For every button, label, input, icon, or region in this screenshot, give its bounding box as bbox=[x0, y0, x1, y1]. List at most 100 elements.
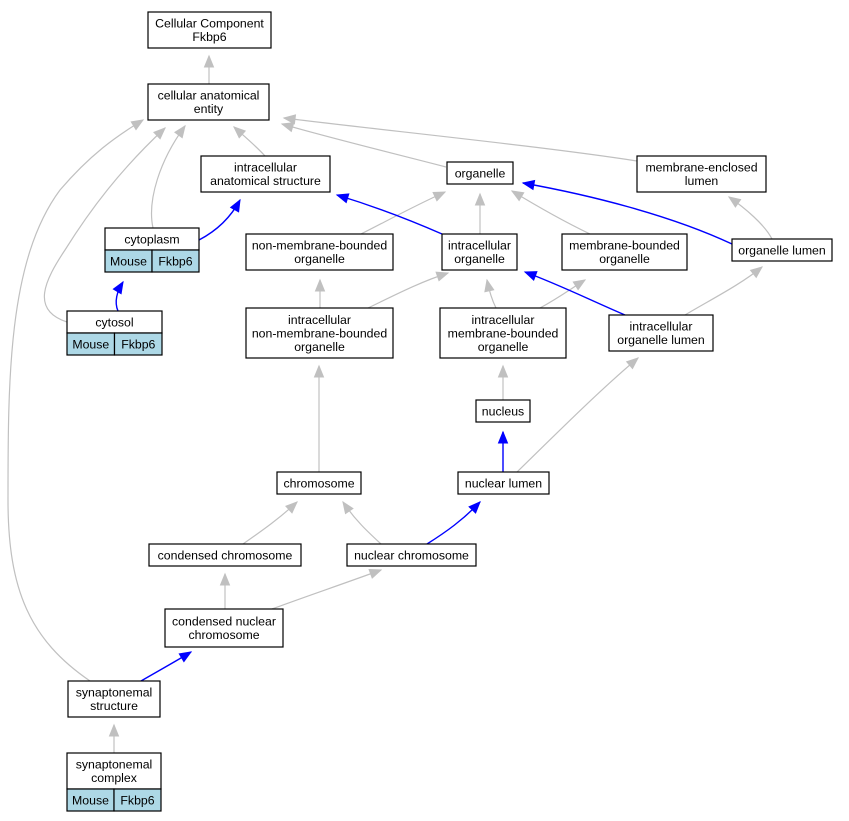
node-label: nuclear chromosome bbox=[354, 548, 469, 562]
node-box bbox=[457, 471, 550, 495]
edge-iol-to-ol bbox=[684, 266, 764, 316]
node-label: nuclear lumen bbox=[465, 476, 542, 490]
node-label: organelle bbox=[478, 340, 529, 354]
node-ol[interactable]: organelle lumen bbox=[731, 238, 833, 262]
node-organelle[interactable]: organelle bbox=[446, 161, 514, 185]
arrow-head-icon bbox=[335, 193, 350, 204]
node-box bbox=[66, 752, 162, 790]
node-box bbox=[276, 471, 362, 495]
edge-line bbox=[7, 119, 144, 682]
edge-line bbox=[271, 569, 382, 610]
edge-synstruct-to-cae bbox=[7, 119, 145, 682]
edge-cytosol-to-cae bbox=[43, 127, 166, 323]
annotation-tag-box bbox=[113, 788, 162, 812]
node-nlumen[interactable]: nuclear lumen bbox=[457, 471, 550, 495]
edge-ol-to-organelle bbox=[521, 179, 733, 245]
organism-tag: Mouse bbox=[72, 793, 109, 807]
arrow-head-icon bbox=[282, 114, 297, 125]
edge-inmbo-to-io bbox=[367, 271, 450, 309]
edge-syncomplex-to-synstruct bbox=[108, 723, 120, 753]
node-box bbox=[164, 608, 284, 648]
node-label: synaptonemal bbox=[76, 758, 153, 772]
edge-chromosome-to-inmbo bbox=[313, 364, 325, 472]
edge-nchrom-to-chromosome bbox=[342, 500, 382, 545]
node-box bbox=[147, 11, 272, 49]
edge-nucleus-to-imbo bbox=[497, 364, 509, 400]
arrow-head-icon bbox=[178, 651, 193, 663]
edge-line bbox=[684, 266, 763, 316]
node-nucleus[interactable]: nucleus bbox=[475, 399, 531, 423]
edge-line bbox=[283, 117, 638, 162]
node-box bbox=[441, 233, 518, 271]
node-chromosome[interactable]: chromosome bbox=[276, 471, 362, 495]
node-label: membrane-enclosed bbox=[645, 161, 757, 175]
edge-line bbox=[367, 272, 449, 309]
node-label: condensed nuclear bbox=[172, 615, 276, 629]
edge-line bbox=[524, 271, 626, 316]
node-label: non-membrane-bounded bbox=[252, 326, 388, 340]
arrow-head-icon bbox=[727, 196, 742, 208]
edge-io-to-organelle bbox=[474, 192, 486, 234]
arrow-head-icon bbox=[112, 280, 124, 295]
edge-cchrom-to-chromosome bbox=[242, 501, 298, 545]
arrow-head-icon bbox=[130, 119, 145, 131]
node-inmbo[interactable]: intracellularnon-membrane-boundedorganel… bbox=[245, 307, 394, 359]
node-label: organelle bbox=[294, 252, 345, 266]
node-box bbox=[446, 161, 514, 185]
organism-tag: Mouse bbox=[110, 254, 147, 268]
edge-line bbox=[360, 191, 446, 235]
node-box bbox=[148, 543, 302, 567]
edge-nlumen-to-nucleus bbox=[497, 430, 509, 472]
arrow-head-icon bbox=[435, 271, 450, 282]
node-label: chromosome bbox=[188, 628, 259, 642]
arrow-head-icon bbox=[174, 124, 186, 139]
node-box bbox=[608, 314, 714, 352]
arrow-head-icon bbox=[203, 54, 215, 68]
node-box bbox=[346, 543, 477, 567]
edge-nchrom-to-nlumen bbox=[426, 501, 481, 545]
edge-cae-to-root bbox=[203, 54, 215, 84]
gene-tag: Fkbp6 bbox=[121, 337, 155, 351]
node-label: Cellular Component bbox=[155, 17, 264, 31]
organism-tag: Mouse bbox=[72, 337, 109, 351]
node-label: organelle bbox=[454, 252, 505, 266]
arrow-head-icon bbox=[219, 572, 231, 586]
edge-cnchrom-to-nchrom bbox=[271, 568, 383, 610]
edge-ol-to-mel bbox=[727, 196, 773, 240]
edge-imbo-to-mbo bbox=[539, 279, 587, 309]
edge-mbo-to-organelle bbox=[510, 190, 591, 235]
node-nchrom[interactable]: nuclear chromosome bbox=[346, 543, 477, 567]
node-box bbox=[636, 155, 767, 193]
arrow-head-icon bbox=[368, 568, 383, 579]
node-box bbox=[475, 399, 531, 423]
edge-synstruct-to-cnchrom bbox=[140, 651, 193, 682]
node-label: organelle lumen bbox=[617, 333, 705, 347]
arrow-head-icon bbox=[749, 266, 764, 279]
node-label: membrane-bounded bbox=[448, 326, 559, 340]
node-label: structure bbox=[90, 699, 138, 713]
node-box bbox=[731, 238, 833, 262]
arrow-head-icon bbox=[474, 192, 486, 206]
edge-iol-to-io bbox=[523, 271, 626, 316]
edge-mel-to-cae bbox=[282, 114, 638, 162]
node-box bbox=[245, 307, 394, 359]
node-box bbox=[67, 680, 161, 718]
node-box bbox=[561, 233, 688, 271]
node-cchrom[interactable]: condensed chromosome bbox=[148, 543, 302, 567]
